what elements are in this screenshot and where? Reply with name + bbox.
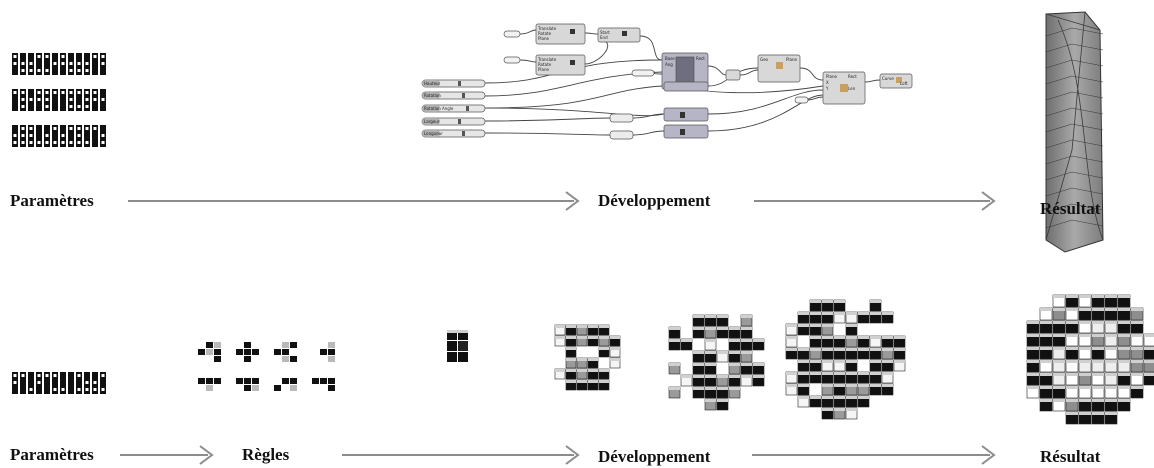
svg-text:Geo: Geo [760,57,769,62]
voxel-sphere-icon [1026,294,1154,425]
flow-arrows-top [128,191,996,211]
svg-text:Hauteur: Hauteur [424,81,441,86]
label-developpement-top: Développement [598,191,711,210]
label-parametres-bottom: Paramètres [10,445,94,464]
svg-text:Largeur: Largeur [424,119,440,124]
svg-text:Rotation: Rotation [424,93,441,98]
label-regles: Règles [242,445,290,464]
svg-text:Rotate: Rotate [538,31,552,36]
svg-text:Rotation Angle: Rotation Angle [424,106,454,111]
barcode-parameter-icon [12,53,106,147]
svg-text:Plane: Plane [538,67,550,72]
svg-text:Plane: Plane [786,57,798,62]
svg-text:Plane: Plane [538,36,550,41]
svg-text:Y: Y [825,86,829,91]
svg-text:Rotate: Rotate [538,62,552,67]
rule-pattern-icon [198,342,335,391]
barcode-parameter-icon [12,372,106,394]
label-parametres-top: Paramètres [10,191,94,210]
svg-text:Curve: Curve [882,76,894,81]
voxel-growth-icon [447,299,906,420]
svg-text:Loft: Loft [900,81,908,86]
svg-text:Translate: Translate [537,57,557,62]
svg-text:Translate: Translate [537,26,557,31]
svg-text:Base: Base [665,56,675,61]
svg-text:Rect: Rect [848,74,857,79]
svg-text:End: End [600,35,608,40]
flow-arrows-bottom [120,445,996,465]
svg-text:Longueur: Longueur [424,131,443,136]
svg-text:X: X [826,80,829,85]
label-resultat-bottom: Résultat [1040,447,1101,466]
twisted-tower-icon [1045,11,1104,253]
svg-text:Plane: Plane [826,74,838,79]
svg-text:Ang: Ang [665,62,673,67]
svg-text:Rect: Rect [696,56,705,61]
label-developpement-bottom: Développement [598,447,711,466]
svg-text:Len: Len [848,86,856,91]
svg-text:Start: Start [600,30,610,35]
label-resultat-top: Résultat [1040,199,1101,218]
